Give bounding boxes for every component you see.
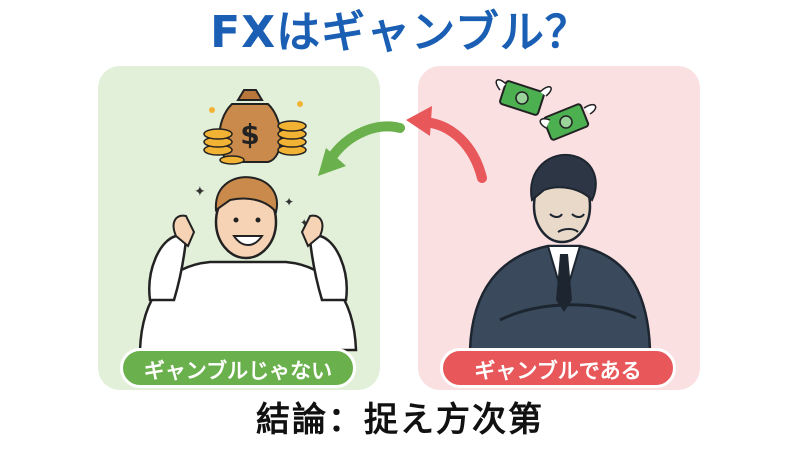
label-is-gambling: ギャンブルである	[440, 348, 676, 388]
svg-text:✦: ✦	[284, 195, 294, 209]
page-title: FXはギャンブル？	[210, 7, 590, 58]
svg-text:✦: ✦	[194, 184, 206, 200]
green-arrow-icon	[318, 121, 405, 176]
red-arrow-icon	[406, 106, 487, 183]
label-not-gambling: ギャンブルじゃない	[120, 348, 356, 388]
flying-money-icon	[495, 79, 597, 141]
sad-man-illustration	[468, 153, 652, 352]
gold-coins-icon	[203, 101, 307, 165]
happy-man-illustration: ✦ ✦ ✦ ✦	[138, 176, 358, 352]
money-bag-icon: $	[218, 89, 282, 163]
svg-text:$: $	[240, 118, 259, 151]
svg-text:✦: ✦	[300, 218, 308, 229]
conclusion-text: 結論：捉え方次第	[256, 400, 544, 440]
